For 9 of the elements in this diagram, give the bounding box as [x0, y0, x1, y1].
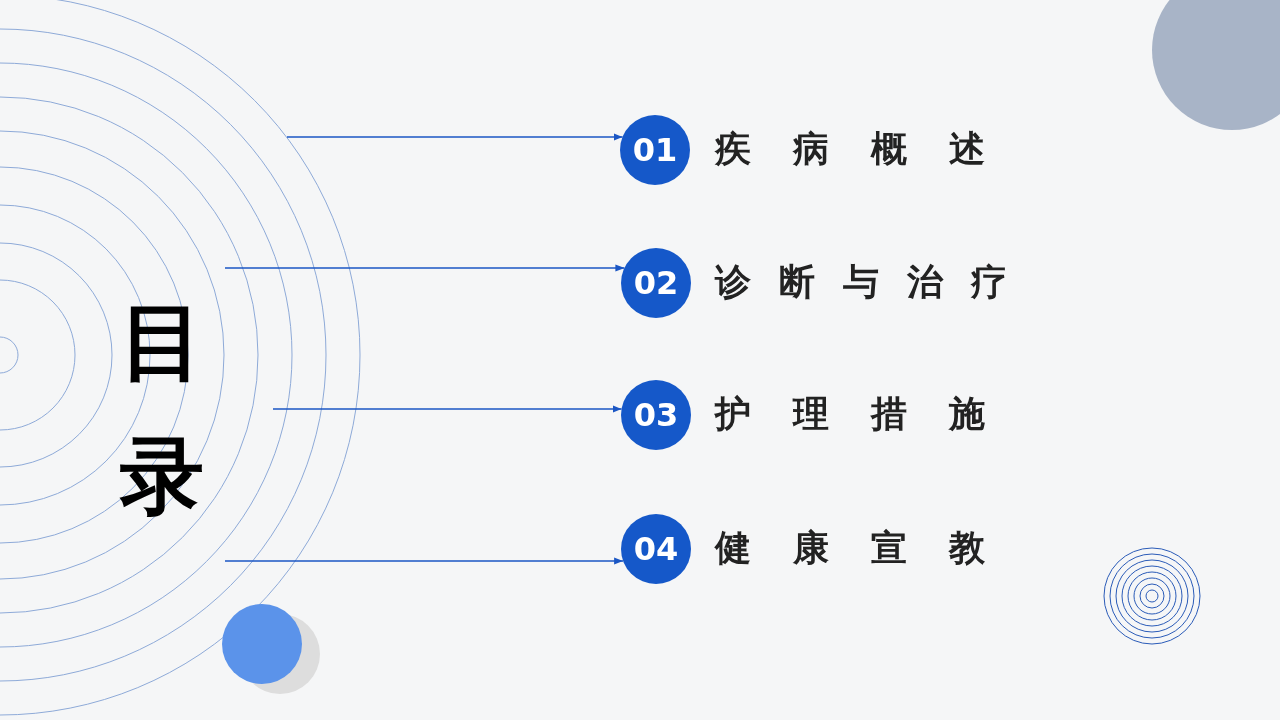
arrow [224, 557, 624, 565]
section-title: 健康宣教 [715, 530, 1027, 566]
arrow [272, 405, 623, 413]
section-title: 诊断与治疗 [715, 264, 1035, 300]
arrow [286, 133, 624, 141]
section-title: 疾病概述 [715, 131, 1027, 167]
arrow [224, 264, 626, 272]
vertical-title: 目录 [120, 292, 204, 528]
section-title: 护理措施 [715, 396, 1027, 432]
